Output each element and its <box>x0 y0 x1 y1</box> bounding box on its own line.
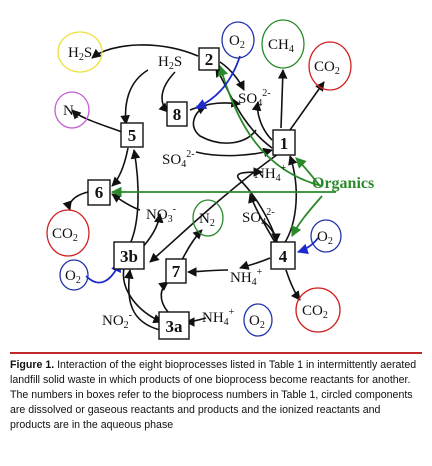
arrow-no3-to-6 <box>111 193 141 211</box>
arrow-so4-mid-to-1 <box>195 147 273 158</box>
arrow-5-to-6 <box>111 147 129 187</box>
no3-label: NO3- <box>146 204 176 225</box>
ch4-label: CH4 <box>268 37 294 55</box>
box-3a <box>158 311 190 340</box>
arrow-4-to-so4-lower <box>248 193 277 245</box>
n2-mid-circle <box>192 199 224 237</box>
arrow-2-to-h2s <box>91 44 199 59</box>
box-8 <box>166 101 188 127</box>
n2-left-circle <box>54 91 90 129</box>
species-labels: H2S SO42- SO42- SO42- NH4+ NH4+ NH4+ NO3… <box>102 54 374 331</box>
box-4 <box>270 241 296 270</box>
arrow-h2s-to-5 <box>120 69 149 125</box>
h2s-circle <box>57 31 103 73</box>
arrow-h2s-label-to-8 <box>158 71 176 113</box>
box-6-label: 6 <box>95 183 104 202</box>
bioprocess-diagram: H2S N2 O2 CH4 CO2 CO2 N2 O2 O2 O2 CO2 H2… <box>46 19 374 340</box>
process-box-labels: 2 8 5 1 6 3b 7 4 3a <box>95 50 289 336</box>
arrow-2-to-so4-upper <box>219 61 245 91</box>
box-5-label: 5 <box>128 126 137 145</box>
box-1-label: 1 <box>280 134 289 153</box>
o2-bottom-label: O2 <box>249 313 265 331</box>
arrow-3b-to-3a <box>122 267 163 324</box>
box-2-label: 2 <box>205 50 214 69</box>
arrow-organics-to-1 <box>295 157 321 187</box>
circles <box>46 19 352 337</box>
o2-bottom-circle <box>243 303 273 337</box>
figure-caption-text: Interaction of the eight bioprocesses li… <box>10 359 417 431</box>
no2-label: NO2- <box>102 310 132 331</box>
arrow-8-to-so4 <box>189 98 241 111</box>
arrow-1-to-so4-upper <box>251 101 273 141</box>
box-4-label: 4 <box>279 247 288 266</box>
arrow-4-to-nh4-mid <box>239 257 271 270</box>
o2-top-circle <box>221 21 255 59</box>
so4-mid-label: SO42- <box>162 149 195 170</box>
co2-left-label: CO2 <box>52 226 78 244</box>
co2-bottom-label: CO2 <box>302 303 328 321</box>
arrow-3a-no2-to-3b <box>124 269 161 331</box>
ch4-circle <box>261 19 305 69</box>
arrow-4-to-co2-bottom <box>285 269 301 301</box>
o2-right-circle <box>310 219 342 253</box>
o2-left-circle <box>59 259 89 291</box>
box-5 <box>120 122 144 148</box>
box-6 <box>87 179 111 206</box>
so4-lower-label: SO42- <box>242 207 275 228</box>
arrow-4-to-nh4-upper <box>237 167 279 245</box>
circle-labels: H2S N2 O2 CH4 CO2 CO2 N2 O2 O2 O2 CO2 <box>52 33 340 331</box>
o2-left-label: O2 <box>65 268 81 286</box>
n2-left-label: N2 <box>63 103 79 121</box>
co2-left-circle <box>46 209 90 257</box>
co2-top-circle <box>308 41 352 91</box>
arrow-7-to-n2-mid <box>181 229 203 261</box>
box-3a-label: 3a <box>166 317 184 336</box>
h2s-plain-label: H2S <box>158 54 182 72</box>
box-7-label: 7 <box>172 262 181 281</box>
box-3b-label: 3b <box>120 247 138 266</box>
arrow-3b-to-5 <box>129 149 141 245</box>
figure-label: Figure 1. <box>10 359 55 371</box>
h2s-circle-label: H2S <box>68 45 92 63</box>
arrow-6-to-co2-left <box>62 191 89 211</box>
arrow-1-to-co2-top <box>289 81 325 131</box>
black-arrows <box>62 44 325 331</box>
nh4-upper-label: NH4+ <box>254 163 287 184</box>
arrow-5-to-n2 <box>71 109 123 133</box>
arrow-curve-8-region <box>192 105 257 144</box>
o2-top-label: O2 <box>229 33 245 51</box>
n2-mid-label: N2 <box>199 211 215 229</box>
figure-caption: Figure 1. Interaction of the eight biopr… <box>10 352 422 464</box>
co2-bottom-circle <box>295 287 341 333</box>
nh4-mid-label: NH4+ <box>230 267 263 288</box>
arrow-o2-right-to-4 <box>296 237 319 255</box>
arrow-1-to-ch4 <box>277 69 288 129</box>
process-boxes <box>87 47 296 340</box>
arrow-organics-to-4 <box>291 195 323 237</box>
organics-label: Organics <box>312 175 374 192</box>
o2-right-label: O2 <box>317 229 333 247</box>
arrow-3a-to-7 <box>158 281 169 313</box>
so4-upper-label: SO42- <box>238 88 271 109</box>
box-2 <box>198 47 220 71</box>
box-1 <box>272 129 296 156</box>
arrow-nh4-to-7 <box>187 267 229 277</box>
box-8-label: 8 <box>173 105 182 124</box>
arrow-o2-top-to-8 <box>195 55 241 109</box>
box-7 <box>165 258 187 284</box>
box-3b <box>113 241 145 270</box>
nh4-lower-label: NH4+ <box>202 307 235 328</box>
co2-top-label: CO2 <box>314 59 340 77</box>
arrow-4-to-1 <box>283 155 298 245</box>
